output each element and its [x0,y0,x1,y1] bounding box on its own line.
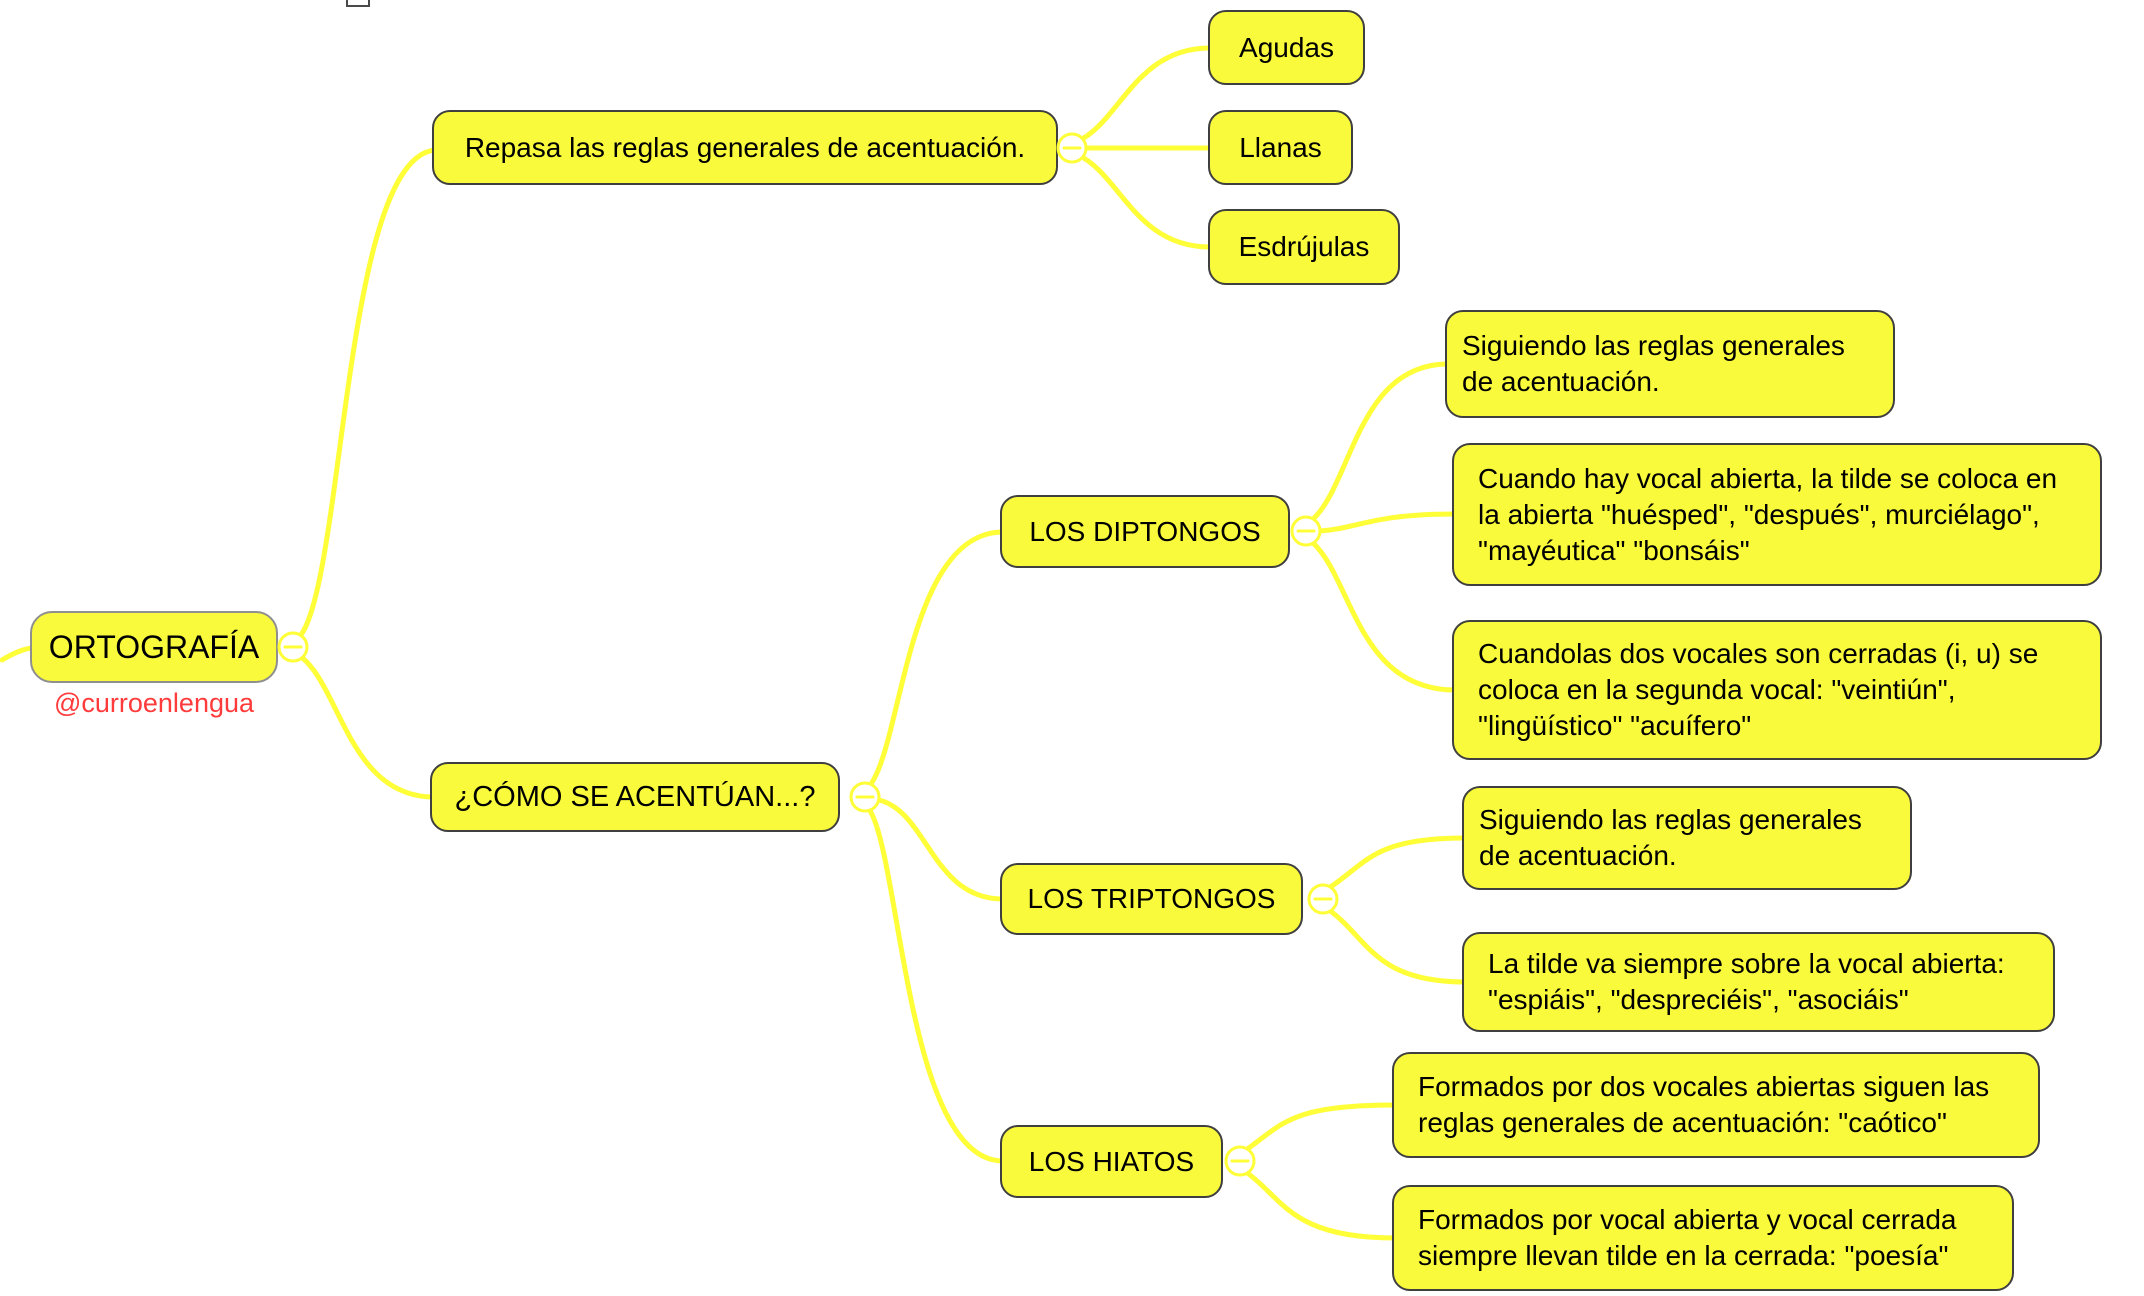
node-los-triptongos-label: LOS TRIPTONGOS [1027,883,1276,914]
collapse-toggle-root-circle[interactable] [277,631,309,663]
node-como-se-acentuan-label: ¿CÓMO SE ACENTÚAN...? [454,780,816,813]
edge-triptongos-rule2 [1326,907,1468,985]
node-triptongos-rule-2[interactable]: La tilde va siempre sobre la vocal abier… [1462,932,2055,1032]
collapse-toggle-como[interactable] [849,781,881,813]
collapse-toggle-diptongos-circle[interactable] [1290,515,1322,547]
edge-root-repasa [292,147,439,644]
edge-como-hiatos [866,806,1006,1164]
node-diptongos-rule-3-text: Cuandolas dos vocales son cerradas (i, u… [1478,638,2039,741]
edge-hiatos-rule2 [1243,1169,1398,1241]
node-repasa-reglas-label: Repasa las reglas generales de acentuaci… [464,131,1026,163]
collapse-toggle-root[interactable] [277,631,309,663]
node-los-triptongos[interactable]: LOS TRIPTONGOS [1000,863,1303,935]
collapse-toggle-diptongos[interactable] [1290,515,1322,547]
edge-diptongos-rule2 [1317,511,1458,534]
edge-repasa-agudas [1075,45,1213,144]
collapse-toggle-hiatos-circle[interactable] [1224,1145,1256,1177]
edge-root-como [292,650,437,800]
node-agudas[interactable]: Agudas [1208,10,1365,85]
edge-diptongos-rule1 [1309,361,1451,523]
node-triptongos-rule-2-text: La tilde va siempre sobre la vocal abier… [1488,948,2005,1015]
node-como-se-acentuan[interactable]: ¿CÓMO SE ACENTÚAN...? [430,762,840,832]
collapse-toggle-triptongos-circle[interactable] [1307,883,1339,915]
node-agudas-label: Agudas [1239,31,1334,63]
node-llanas[interactable]: Llanas [1208,110,1353,185]
node-los-diptongos-label: LOS DIPTONGOS [1029,515,1261,547]
node-diptongos-rule-2[interactable]: Cuando hay vocal abierta, la tilde se co… [1452,443,2102,586]
node-diptongos-rule-2-text: Cuando hay vocal abierta, la tilde se co… [1478,462,2058,566]
node-los-hiatos-label: LOS HIATOS [1028,1145,1195,1177]
collapse-toggle-triptongos[interactable] [1307,883,1339,915]
node-triptongos-rule-1-text: Siguiendo las reglas generales de acentu… [1479,804,1862,871]
node-diptongos-rule-1[interactable]: Siguiendo las reglas generales de acentu… [1445,310,1895,418]
node-los-hiatos[interactable]: LOS HIATOS [1000,1125,1223,1198]
collapse-toggle-repasa-circle[interactable] [1056,132,1088,164]
collapse-toggle-hiatos[interactable] [1224,1145,1256,1177]
edge-diptongos-rule3 [1309,539,1458,693]
node-esdrujulas-label: Esdrújulas [1238,231,1370,262]
node-hiatos-rule-2-text: Formados por vocal abierta y vocal cerra… [1418,1204,1957,1271]
node-ortografia[interactable]: ORTOGRAFÍA [30,611,278,683]
edge-como-triptongos [876,797,1006,902]
edge-hiatos-rule1 [1243,1102,1398,1153]
node-llanas-label: Llanas [1239,131,1322,163]
node-los-diptongos[interactable]: LOS DIPTONGOS [1000,495,1290,568]
credit-handle: @curroenlengua [53,688,255,718]
node-diptongos-rule-1-text: Siguiendo las reglas generales de acentu… [1462,330,1845,397]
node-triptongos-rule-1[interactable]: Siguiendo las reglas generales de acentu… [1462,786,1912,890]
collapse-toggle-repasa[interactable] [1056,132,1088,164]
node-diptongos-rule-3[interactable]: Cuandolas dos vocales son cerradas (i, u… [1452,620,2102,760]
edge-repasa-esdrujulas [1075,152,1213,250]
node-repasa-reglas[interactable]: Repasa las reglas generales de acentuaci… [432,110,1058,185]
node-esdrujulas[interactable]: Esdrújulas [1208,209,1400,285]
node-hiatos-rule-1[interactable]: Formados por dos vocales abiertas siguen… [1392,1052,2040,1158]
edge-como-diptongos [868,529,1006,787]
cutoff-box-fragment [346,0,370,7]
collapse-toggle-como-circle[interactable] [849,781,881,813]
edge-triptongos-rule1 [1326,835,1468,891]
node-hiatos-rule-1-text: Formados por dos vocales abiertas siguen… [1418,1071,1990,1138]
node-hiatos-rule-2[interactable]: Formados por vocal abierta y vocal cerra… [1392,1185,2014,1291]
node-ortografia-label: ORTOGRAFÍA [48,628,260,665]
edge-offscreen-root [0,645,35,663]
